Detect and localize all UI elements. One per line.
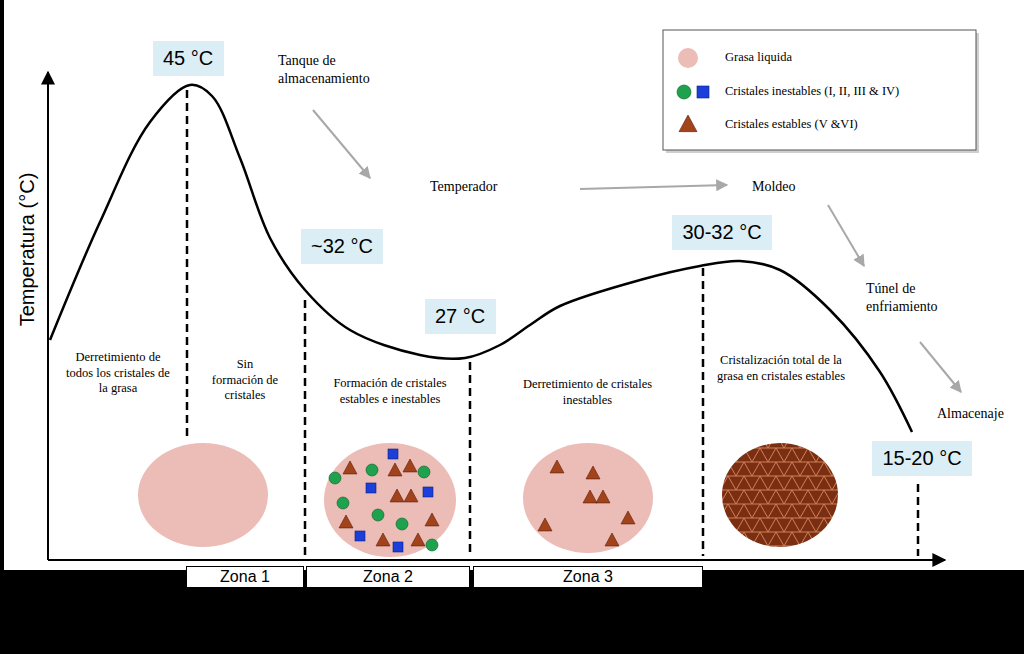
divider-line bbox=[186, 90, 189, 440]
process-step: Túnel de enfriamiento bbox=[866, 280, 966, 315]
temperature-box: 15-20 °C bbox=[872, 441, 972, 476]
stable-crystal bbox=[390, 489, 404, 502]
legend-unstable-circle bbox=[677, 85, 691, 99]
stable-crystal bbox=[583, 490, 597, 503]
temperature-curve bbox=[50, 85, 912, 432]
legend-box bbox=[663, 30, 976, 150]
mixed-crystal-circle bbox=[324, 443, 456, 557]
stable-crystal bbox=[376, 533, 390, 546]
y-axis bbox=[47, 72, 49, 560]
zone-box: Zona 2 bbox=[306, 566, 470, 588]
zone-description: Sin formación de cristales bbox=[210, 357, 280, 404]
stable-crystal bbox=[388, 463, 402, 476]
zone-dividers bbox=[187, 90, 918, 556]
temperature-value: 30-32 °C bbox=[682, 221, 761, 244]
stable-crystal bbox=[404, 489, 418, 502]
temperature-box: 27 °C bbox=[425, 299, 496, 334]
process-step: Almacenaje bbox=[937, 405, 1021, 423]
stable-crystal bbox=[343, 461, 357, 474]
legend-swatch bbox=[679, 115, 697, 132]
crystal-lattice-circle bbox=[722, 443, 838, 547]
temperature-value: ~32 °C bbox=[311, 235, 373, 258]
unstable-crystal-square bbox=[366, 483, 376, 493]
stable-crystal bbox=[411, 533, 425, 546]
stable-crystal bbox=[605, 533, 619, 546]
process-step: Temperador bbox=[430, 178, 540, 196]
process-step: Moldeo bbox=[752, 178, 832, 196]
unstable-crystal-circle bbox=[372, 509, 384, 521]
process-arrow bbox=[920, 342, 961, 392]
process-arrow bbox=[580, 185, 727, 189]
unstable-crystal-circle bbox=[418, 466, 430, 478]
zone-box: Zona 3 bbox=[473, 566, 703, 588]
stable-crystal bbox=[425, 513, 439, 526]
unstable-crystal-square bbox=[423, 487, 433, 497]
temperature-box: 30-32 °C bbox=[672, 215, 772, 250]
zone-label: Zona 1 bbox=[220, 568, 270, 586]
zone-description: Derretimiento de todos los cristales de … bbox=[62, 350, 174, 397]
frame-strip bbox=[0, 0, 4, 570]
zone-description: Formación de cristales estables e inesta… bbox=[322, 376, 458, 407]
stable-crystal bbox=[538, 518, 552, 531]
legend-swatch bbox=[678, 48, 698, 68]
liquid-fat-circle bbox=[138, 443, 268, 547]
zone-description: Cristalización total de la grasa en cris… bbox=[712, 353, 850, 384]
temperature-box: ~32 °C bbox=[301, 229, 383, 264]
divider-line bbox=[469, 362, 472, 556]
unstable-crystal-circle bbox=[337, 497, 349, 509]
process-arrow bbox=[828, 205, 864, 266]
divider-line bbox=[304, 300, 307, 556]
unstable-crystal-circle bbox=[396, 518, 408, 530]
stable-crystal-circle bbox=[523, 443, 653, 553]
stable-crystal bbox=[586, 466, 600, 479]
x-axis bbox=[48, 559, 945, 561]
axis-title: Temperatura (°C) bbox=[16, 140, 39, 360]
stable-crystal bbox=[621, 511, 635, 524]
stable-crystal bbox=[550, 460, 564, 473]
legend-text: Cristales inestables (I, II, III & IV) bbox=[725, 84, 899, 99]
legend-text: Cristales estables (V &VI) bbox=[725, 117, 858, 132]
zone-label: Zona 3 bbox=[563, 568, 613, 586]
divider-line bbox=[917, 484, 920, 556]
stable-crystal bbox=[403, 459, 417, 472]
unstable-crystal-square bbox=[388, 449, 398, 459]
zone-box: Zona 1 bbox=[186, 566, 304, 588]
divider-line bbox=[702, 268, 705, 556]
process-step: Tanque de almacenamiento bbox=[278, 52, 388, 87]
process-arrow bbox=[313, 110, 370, 178]
zone-label: Zona 2 bbox=[363, 568, 413, 586]
zone-description: Derretimiento de cristales inestables bbox=[500, 377, 675, 408]
unstable-crystal-square bbox=[393, 542, 403, 552]
temperature-value: 15-20 °C bbox=[882, 447, 961, 470]
temperature-value: 27 °C bbox=[435, 305, 485, 328]
stable-crystal bbox=[596, 490, 610, 503]
temperature-value: 45 °C bbox=[163, 47, 213, 70]
unstable-crystal-circle bbox=[329, 472, 341, 484]
temperature-box: 45 °C bbox=[153, 41, 224, 76]
unstable-crystal-circle bbox=[366, 464, 378, 476]
unstable-crystal-circle bbox=[426, 539, 438, 551]
unstable-crystal-square bbox=[355, 531, 365, 541]
stable-crystal bbox=[339, 515, 353, 528]
legend-unstable-square bbox=[697, 86, 709, 98]
legend-text: Grasa liquida bbox=[725, 50, 792, 65]
